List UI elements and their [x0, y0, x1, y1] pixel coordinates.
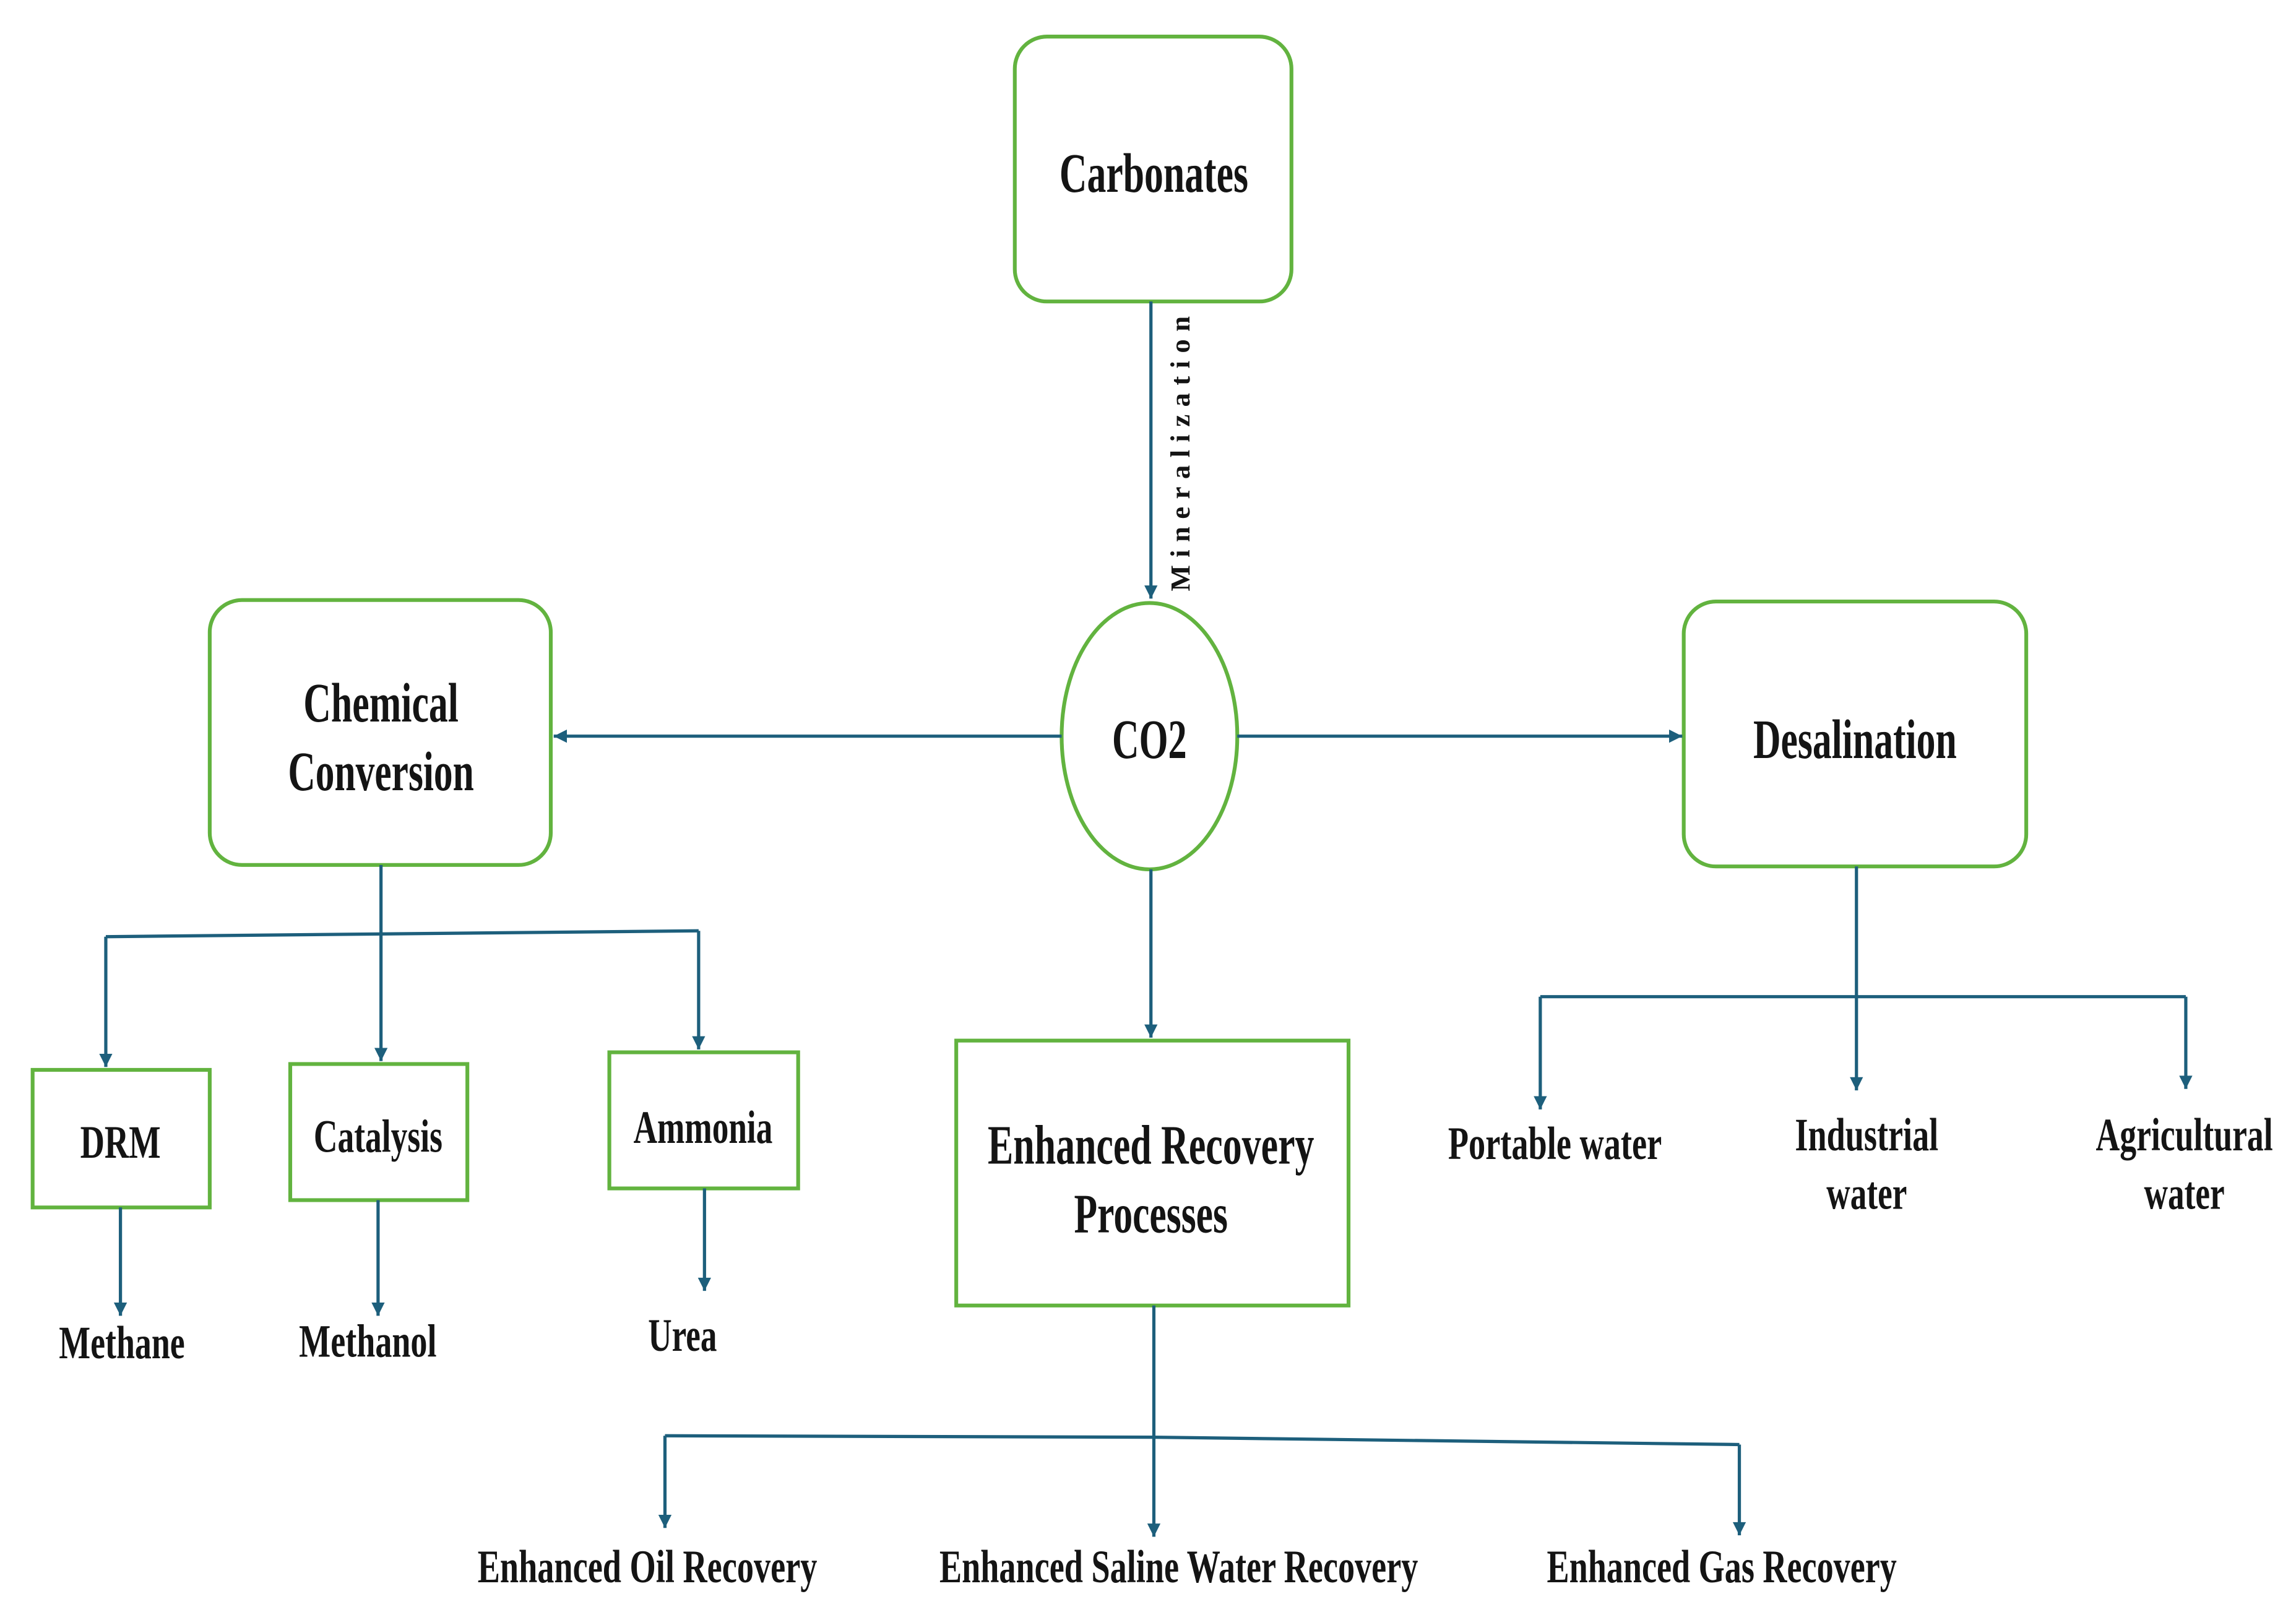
node-ammonia-box: [607, 1050, 800, 1191]
node-carbonates-label: Carbonates: [1060, 143, 1248, 204]
node-enhanced-recovery-label-line-2: Processes: [1074, 1184, 1228, 1245]
node-enhanced-recovery-label-line-1: Enhanced Recovery: [988, 1114, 1314, 1176]
node-chemical-conversion-label-line-1: Chemical: [303, 673, 459, 734]
output-industrial-water-label-line-1: Industrial: [1795, 1109, 1938, 1161]
node-ammonia-label: Ammonia: [634, 1102, 773, 1153]
output-enhanced-saline-water-recovery-label: Enhanced Saline Water Recovery: [939, 1541, 1418, 1593]
node-desalination-label: Desalination: [1753, 709, 1957, 770]
node-chemical-conversion-label-line-2: Conversion: [288, 741, 473, 803]
product-urea-label: Urea: [648, 1310, 717, 1361]
node-co2-label: CO2: [1112, 709, 1187, 770]
node-drm-label: DRM: [80, 1117, 161, 1168]
node-shapes: [30, 35, 2029, 1308]
node-carbonates-box: [1012, 35, 1293, 304]
product-methane-label: Methane: [59, 1317, 184, 1369]
node-labels: Carbonates Mineralization CO2 Chemical C…: [59, 143, 2272, 1593]
node-catalysis-label: Catalysis: [314, 1111, 442, 1162]
output-portable-water-label: Portable water: [1448, 1118, 1662, 1170]
output-enhanced-gas-recovery-label: Enhanced Gas Recovery: [1547, 1541, 1897, 1593]
node-enhanced-recovery-box: [954, 1038, 1351, 1308]
enhanced-recovery-branch-bus: [665, 1434, 1740, 1447]
output-agricultural-water-label-line-2: water: [2144, 1168, 2225, 1220]
chemical-conversion-branch-bus: [105, 929, 699, 939]
connectors: [99, 301, 2193, 1537]
product-methanol-label: Methanol: [299, 1316, 436, 1368]
output-industrial-water-label-line-2: water: [1826, 1168, 1907, 1220]
node-catalysis-box: [288, 1062, 470, 1202]
node-drm-box: [30, 1067, 212, 1210]
output-enhanced-oil-recovery-label: Enhanced Oil Recovery: [478, 1541, 818, 1593]
output-agricultural-water-label-line-1: Agricultural: [2095, 1109, 2272, 1161]
